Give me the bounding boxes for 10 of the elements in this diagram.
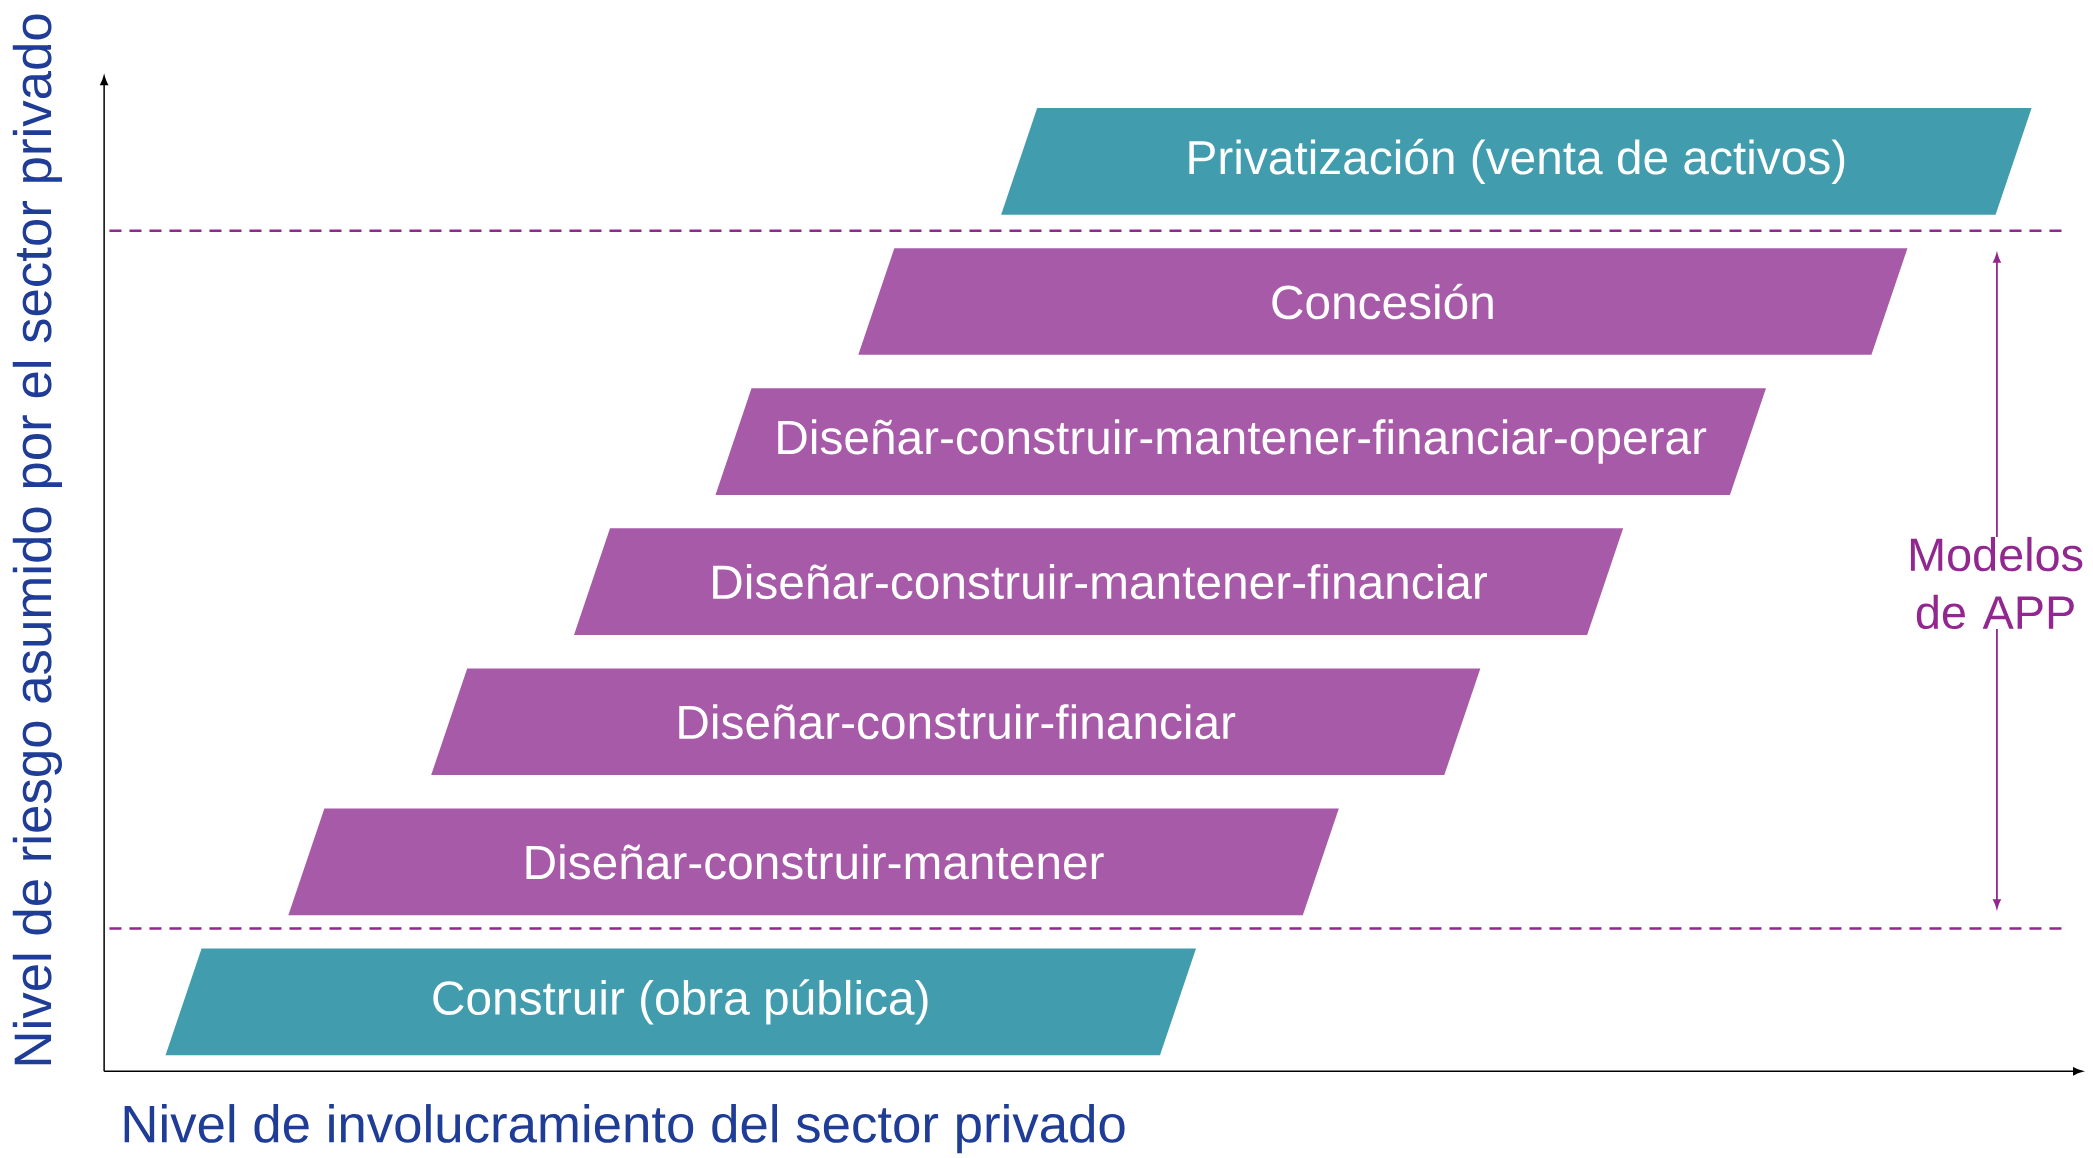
parallelogram-box: Diseñar-construir-mantener-financiar bbox=[574, 528, 1624, 636]
parallelogram-box: Concesión bbox=[858, 248, 1908, 355]
axis-label: Nivel de riesgo asumido por el sector privado bbox=[12, 14, 62, 1065]
bracket-label: Modelos de APP bbox=[1895, 536, 2093, 630]
parallelogram-box: Diseñar-construir-mantener bbox=[288, 808, 1339, 916]
parallelogram-box: Construir (obra pública) bbox=[165, 948, 1196, 1056]
parallelogram-box: Privatización (venta de activos) bbox=[1001, 108, 2032, 215]
parallelogram-box: Diseñar-construir-mantener-financiar-operar bbox=[715, 388, 1766, 495]
axis-label: Nivel de involucramiento del sector privado bbox=[124, 1104, 1125, 1154]
parallelogram-box: Diseñar-construir-financiar bbox=[431, 668, 1481, 776]
